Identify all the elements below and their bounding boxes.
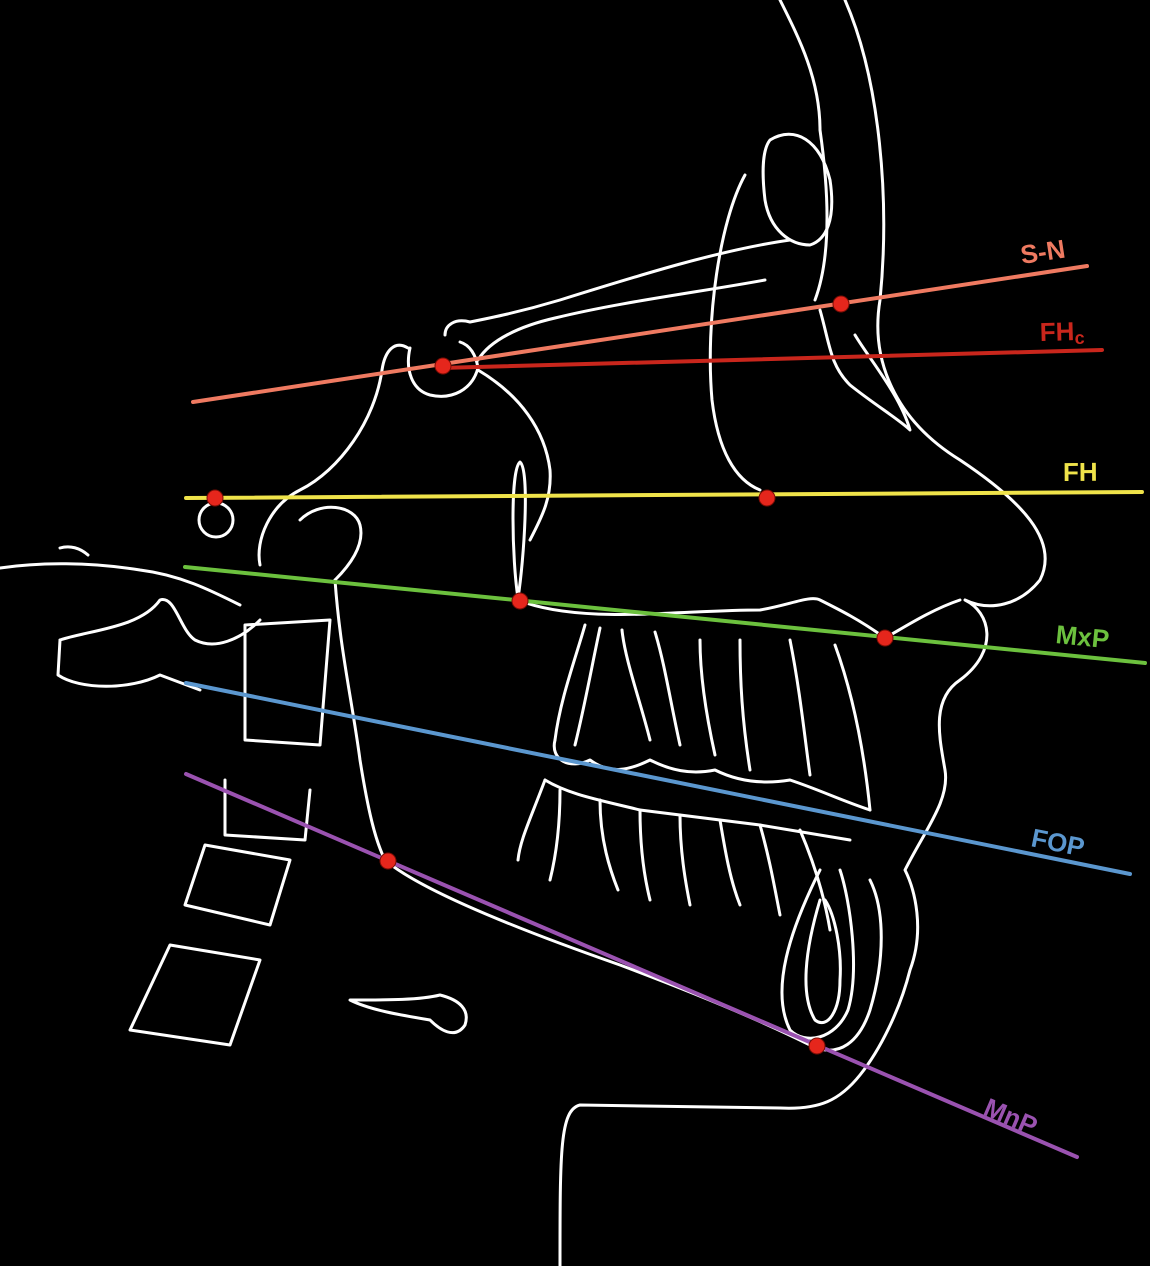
frontal-bone [778, 0, 829, 302]
plane-label-mnp: MnP [980, 1092, 1042, 1141]
orbit-rim [708, 173, 762, 492]
plane-line-mnp [184, 772, 1079, 1159]
planum [476, 278, 767, 362]
posterior-neck [0, 562, 242, 607]
lower-teeth [516, 778, 852, 932]
frontal-sinus [761, 132, 834, 247]
plane-line-mxp [183, 565, 1147, 665]
plane-label-sn: S-N [1018, 234, 1067, 270]
symphysis [780, 868, 855, 1040]
ear-rod-ring [197, 501, 235, 539]
landmark-point-mnp-2 [808, 1037, 826, 1055]
cervical-vertebrae [56, 598, 332, 1047]
landmark-point-mxp-2 [876, 629, 894, 647]
landmark-point-mxp-1 [511, 592, 529, 610]
sella-turcica [406, 340, 480, 398]
clivus [257, 343, 410, 567]
landmark-point-sn-2 [832, 295, 850, 313]
ramus [333, 578, 387, 862]
landmark-point-sn-1 [434, 357, 452, 375]
landmark-point-fh-2 [758, 489, 776, 507]
symphysis-inner [804, 898, 842, 1024]
plane-line-sn [191, 264, 1089, 404]
soft-tissue-profile [558, 0, 1047, 1266]
plane-line-fh [184, 490, 1144, 500]
plane-label-fhc: FHc [1039, 316, 1085, 349]
palate [516, 597, 887, 640]
anterior-nasal-spine [883, 598, 962, 640]
condyle [298, 505, 363, 582]
plane-line-fhc [438, 348, 1104, 370]
occipital-edge [58, 545, 90, 557]
plane-line-fop [184, 681, 1132, 876]
anterior-cranial-base [443, 238, 792, 337]
anatomy-tracing [0, 0, 1047, 1266]
hyoid-bone [348, 993, 468, 1035]
nasal-bone [818, 308, 912, 432]
landmark-point-mnp-1 [379, 852, 397, 870]
sphenoid [476, 368, 552, 542]
upper-teeth [552, 623, 872, 812]
landmark-point-fh-1 [206, 489, 224, 507]
reference-planes [183, 264, 1147, 1159]
landmark-points [206, 295, 894, 1055]
plane-label-fh: FH [1063, 457, 1098, 487]
pterygomaxillary-fissure [511, 460, 527, 600]
plane-label-mxp: MxP [1054, 619, 1110, 654]
